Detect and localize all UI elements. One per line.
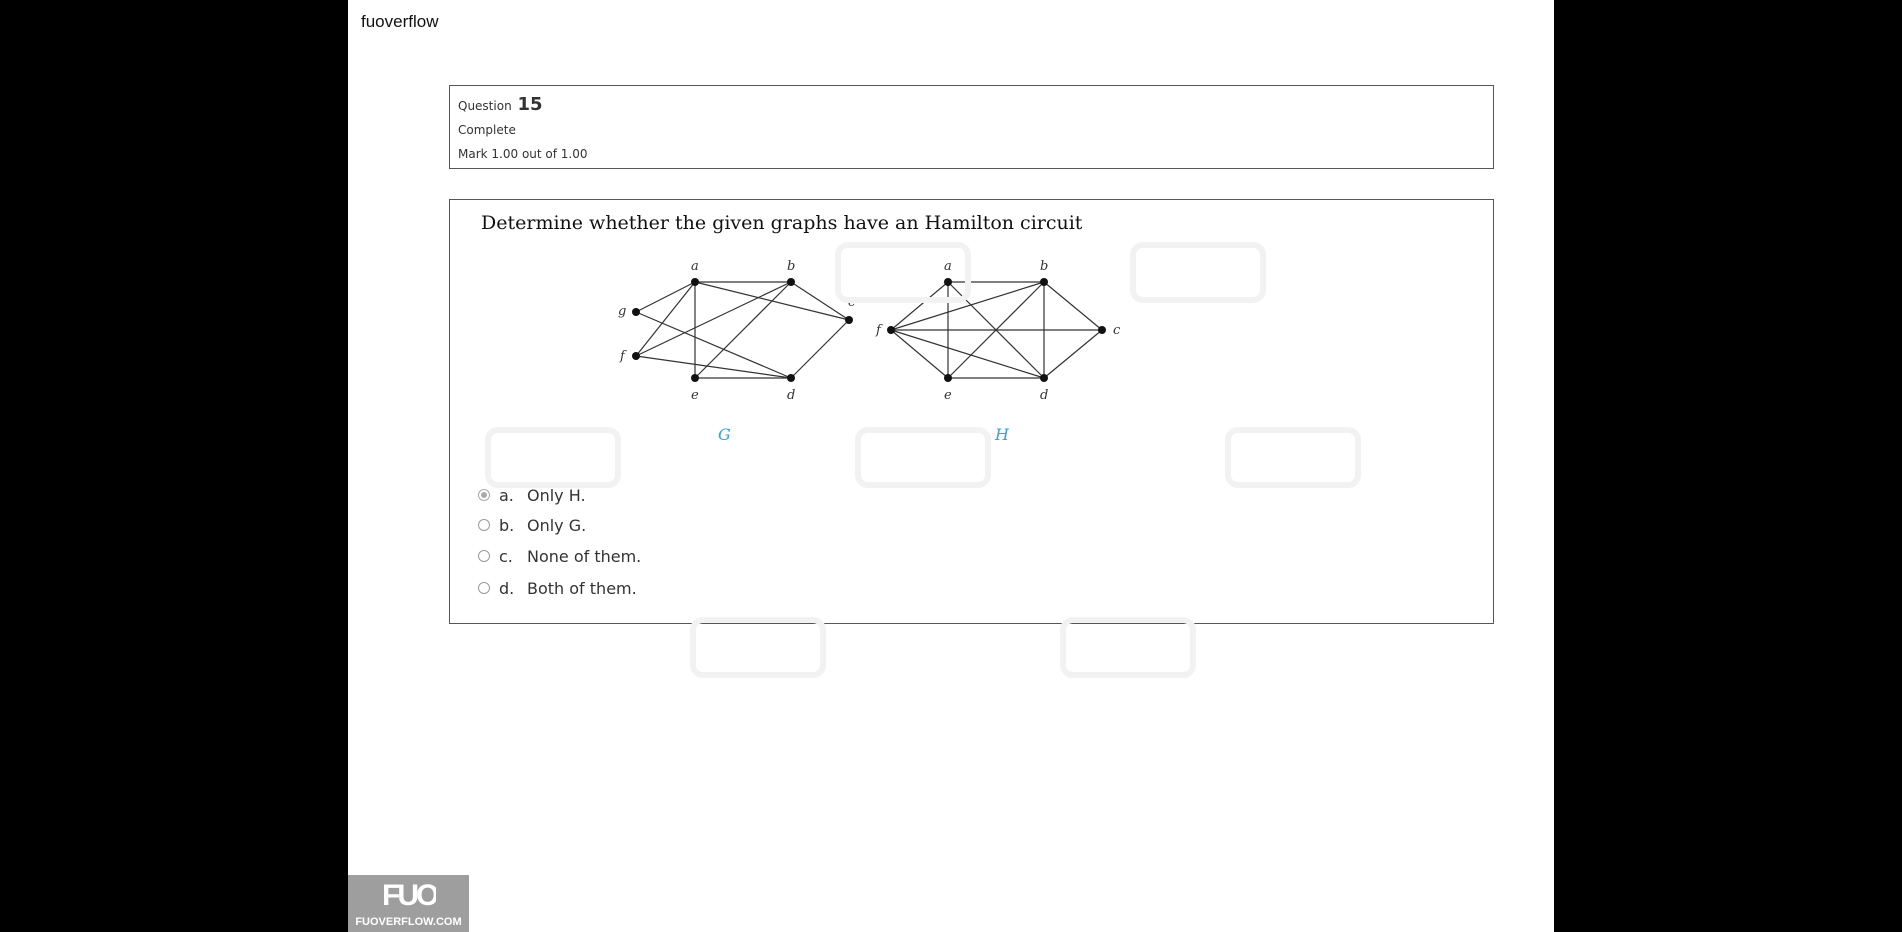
vertex-g-a [691,278,699,286]
question-label: Question [458,99,512,113]
label-h-a: a [944,259,952,274]
fuoverflow-logo[interactable]: FUO FUOVERFLOW.COM [348,875,469,932]
label-h-e: e [944,388,952,403]
vertex-h-f [887,326,895,334]
question-number-line: Question 15 [458,94,543,115]
question-content-box: Determine whether the given graphs have … [449,199,1494,624]
label-g-g: g [618,304,626,319]
vertex-h-a [944,278,952,286]
edge-h-e-f [890,329,949,379]
answer-option-c[interactable]: c. None of them. [478,544,641,568]
graph-g-name: G [718,425,731,444]
edge-b-c [790,281,850,321]
graph-h-labels: a b c d e f [875,259,1121,403]
edge-g-a [635,281,696,313]
question-text: Determine whether the given graphs have … [481,212,1083,234]
edge-h-a-f [890,281,949,331]
label-g-c: c [848,295,856,310]
answer-option-d[interactable]: d. Both of them. [478,576,637,600]
edge-a-f [635,281,696,357]
graph-figure: a b c d e f g G [618,259,1121,444]
question-state: Complete [458,123,516,137]
graph-g-vertices [632,278,853,382]
label-g-e: e [691,388,699,403]
radio-d[interactable] [478,582,490,594]
graph-g-edges [635,281,850,379]
question-number: 15 [517,94,543,115]
radio-b[interactable] [478,519,490,531]
answer-option-a[interactable]: a. Only H. [478,483,586,507]
edge-d-f [635,355,792,379]
edge-b-f [635,281,792,357]
graph-g-labels: a b c d e f g [618,259,856,403]
logo-mark-graphic: FUO [382,879,442,912]
edge-d-g [635,311,792,379]
vertex-h-b [1040,278,1048,286]
edge-h-b-c [1043,281,1103,331]
label-g-f: f [619,349,627,364]
edge-h-b-f [890,281,1045,331]
radio-selected-dot [481,492,487,498]
logo-mark: FUO [382,879,442,915]
vertex-g-d [787,374,795,382]
site-title[interactable]: fuoverflow [361,12,439,31]
graph-h-edges [890,281,1103,379]
answer-text: Only G. [527,515,587,535]
label-h-c: c [1113,323,1121,338]
radio-c[interactable] [478,550,490,562]
edge-h-f-d [890,329,1045,379]
logo-mark-text: FUO [382,879,436,909]
edge-c-d [790,319,850,379]
vertex-h-e [944,374,952,382]
answer-letter: b. [499,515,515,535]
label-h-b: b [1040,259,1048,274]
question-grade: Mark 1.00 out of 1.00 [458,147,588,161]
label-g-d: d [787,388,795,403]
vertex-g-e [691,374,699,382]
answer-letter: c. [499,546,513,566]
answer-letter: d. [499,578,515,598]
label-g-a: a [691,259,699,274]
radio-a[interactable] [478,489,490,501]
answer-text: Only H. [527,485,586,505]
graph-h-name: H [994,425,1010,444]
vertex-g-f [632,352,640,360]
vertex-g-b [787,278,795,286]
edge-h-c-d [1043,329,1103,379]
answer-letter: a. [499,485,514,505]
label-g-b: b [787,259,795,274]
vertex-g-g [632,308,640,316]
answer-text: None of them. [527,546,642,566]
answer-option-b[interactable]: b. Only G. [478,513,586,537]
logo-url: FUOVERFLOW.COM [355,915,462,928]
label-h-f: f [875,323,883,338]
label-h-d: d [1040,388,1048,403]
vertex-h-d [1040,374,1048,382]
question-info-box: Question 15 Complete Mark 1.00 out of 1.… [449,85,1494,169]
answer-text: Both of them. [527,578,637,598]
vertex-g-c [845,316,853,324]
page: fuoverflow Question 15 Complete Mark 1.0… [348,0,1554,932]
vertex-h-c [1098,326,1106,334]
edge-b-e [694,281,792,379]
